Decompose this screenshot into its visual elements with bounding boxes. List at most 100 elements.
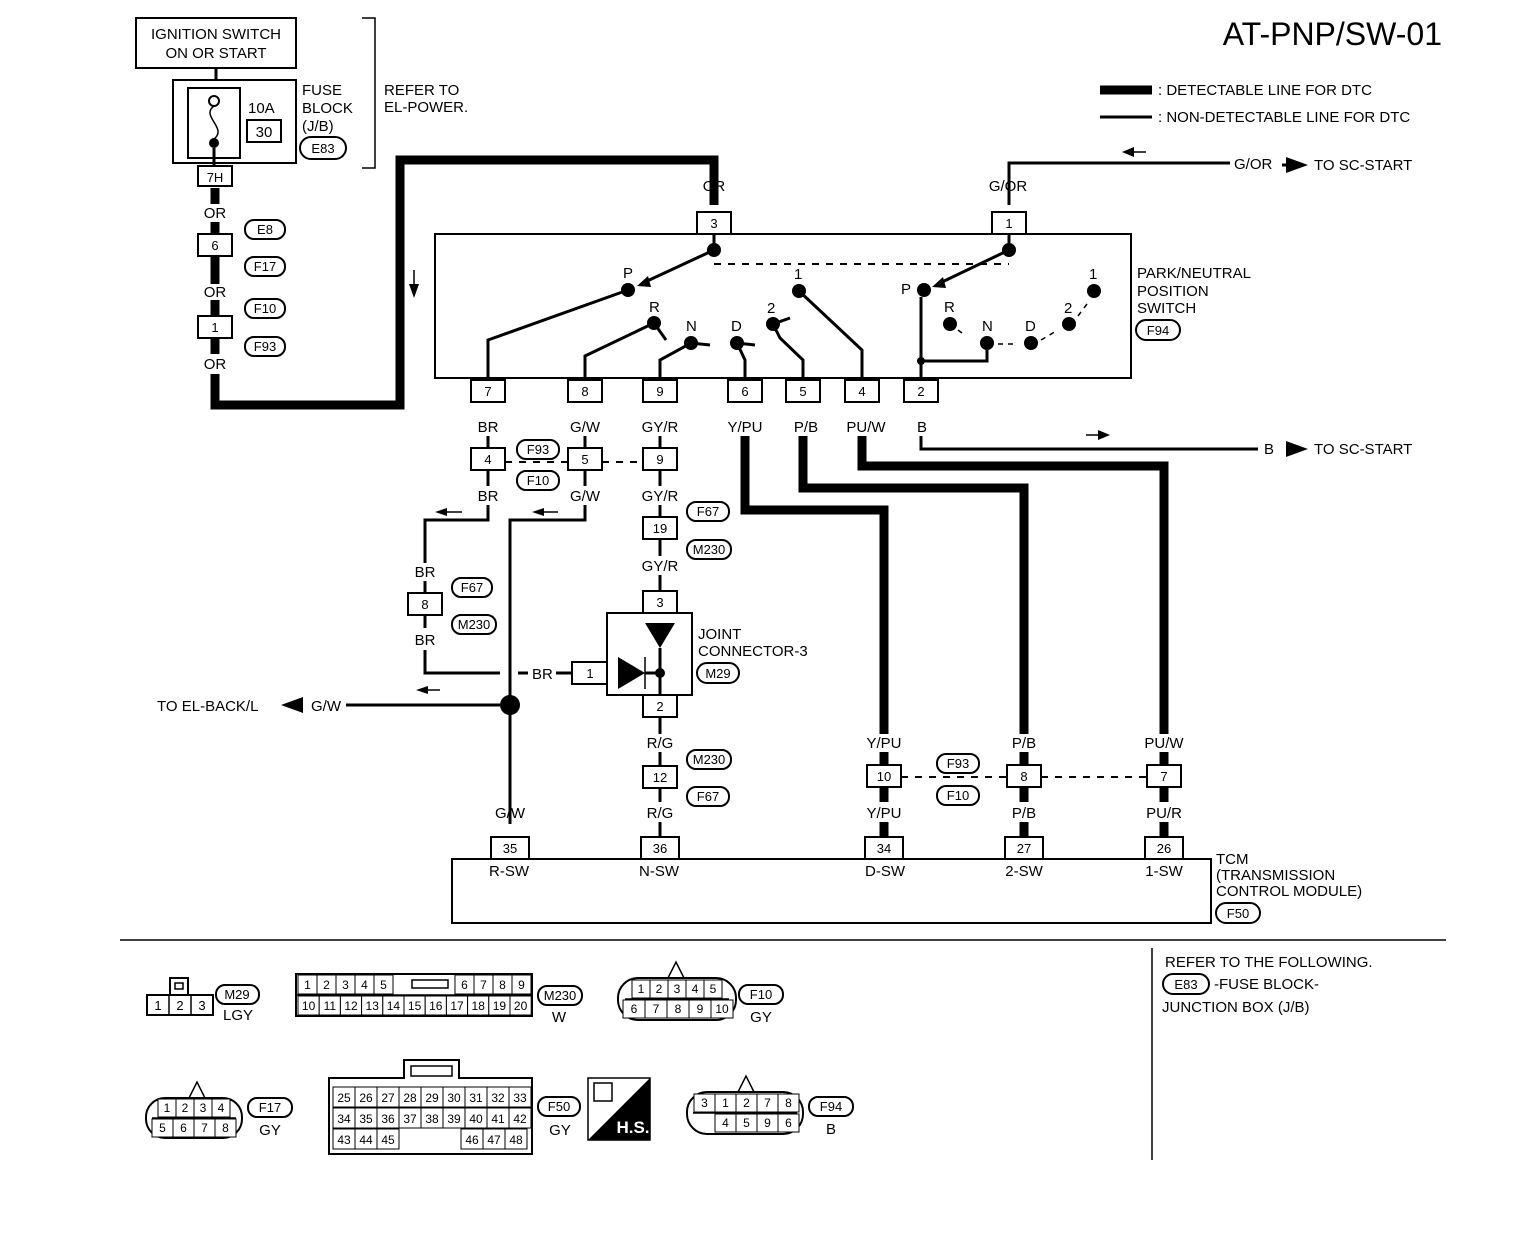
f50-pin-label: 36 <box>381 1112 395 1126</box>
lower-conn-f10: F10 <box>947 788 969 803</box>
wire-rg-top: R/G <box>647 735 674 752</box>
upper-conn-pin-4: 4 <box>484 452 491 467</box>
f50-pin-label: 34 <box>337 1112 351 1126</box>
f50-pin-label: 39 <box>447 1112 461 1126</box>
f50-pin-label: 27 <box>381 1091 395 1105</box>
m230-pin-label: 10 <box>302 999 316 1013</box>
tcm-pin-34: 34 <box>877 841 891 856</box>
svg-text:B: B <box>826 1121 836 1138</box>
f50-pin-label: 46 <box>465 1133 479 1147</box>
wire-pb-lower-top: P/B <box>1012 735 1036 752</box>
legend-non-detectable: : NON-DETECTABLE LINE FOR DTC <box>1158 109 1410 126</box>
lower-conn-f93: F93 <box>947 756 969 771</box>
svg-text:GY: GY <box>549 1122 571 1139</box>
f94-pin-label: 9 <box>764 1116 771 1130</box>
f50-pin-label: 47 <box>487 1133 501 1147</box>
f94-pin-label: 4 <box>722 1116 729 1130</box>
joint-connector-id: M29 <box>705 666 730 681</box>
f50-pin-label: 32 <box>491 1091 505 1105</box>
tcm-box <box>451 858 1212 924</box>
svg-text:H.S.: H.S. <box>616 1118 649 1137</box>
f50-pin-label: 48 <box>509 1133 523 1147</box>
f17-pin-label: 3 <box>200 1101 207 1115</box>
joint-name1: JOINT <box>698 626 741 643</box>
fuse-number: 30 <box>256 124 273 141</box>
wire-or-2: OR <box>204 284 227 301</box>
refer-following-connector: E83 <box>1174 977 1197 992</box>
tcm-pin-27: 27 <box>1017 841 1031 856</box>
f10-pin-label: 5 <box>710 982 717 996</box>
wire-gw-mid: G/W <box>570 488 601 505</box>
wire-br-mid: BR <box>478 488 499 505</box>
f50-pin-label: 33 <box>513 1091 527 1105</box>
fuse-pin: 7H <box>207 170 224 185</box>
f17-cell <box>214 1118 237 1138</box>
tcm-name1: TCM <box>1216 851 1249 868</box>
m230-pin-label: 8 <box>499 978 506 992</box>
conn-pin-1: 1 <box>211 320 218 335</box>
wire-pur-lower-bottom: PU/R <box>1146 805 1182 822</box>
conn-f93: F93 <box>254 339 276 354</box>
upper-conn-f93: F93 <box>527 442 549 457</box>
pnp-left-n: N <box>686 318 697 335</box>
m230-pin-label: 17 <box>450 999 464 1013</box>
wire-b-top: B <box>917 419 927 436</box>
m230-pin-label: 12 <box>344 999 358 1013</box>
rg-conn-pin-12: 12 <box>653 770 667 785</box>
f10-pin-label: 8 <box>675 1002 682 1016</box>
f50-pin-label: 30 <box>447 1091 461 1105</box>
svg-text:2: 2 <box>176 998 183 1013</box>
svg-text:W: W <box>552 1009 567 1026</box>
f10-pin-label: 4 <box>692 982 699 996</box>
tcm-label-nsw: N-SW <box>639 863 680 880</box>
gyr-conn-pin-19: 19 <box>653 521 667 536</box>
fuse-rating: 10A <box>248 100 275 117</box>
f50-pin-label: 42 <box>513 1112 527 1126</box>
fuse-label1: FUSE <box>302 82 342 99</box>
tcm-label-dsw: D-SW <box>865 863 906 880</box>
pnp-top-wire-or: OR <box>703 178 726 195</box>
f50-pin-label: 25 <box>337 1091 351 1105</box>
br-conn-pin-8: 8 <box>421 597 428 612</box>
svg-text:GY: GY <box>750 1009 772 1026</box>
wire-rg-bottom: R/G <box>647 805 674 822</box>
m230-pin-label: 16 <box>429 999 443 1013</box>
rg-conn-m230: M230 <box>693 752 726 767</box>
svg-text:3: 3 <box>198 998 205 1013</box>
pnp-top-wire-gor: G/OR <box>989 178 1028 195</box>
m230-pin-label: 9 <box>518 978 525 992</box>
connector-view-m29: 1 2 3 M29 LGY <box>146 977 260 1024</box>
m230-pin-label: 18 <box>472 999 486 1013</box>
pnp-name1: PARK/NEUTRAL <box>1137 265 1251 282</box>
m230-pin-label: 1 <box>304 978 311 992</box>
fuse-connector-id: E83 <box>311 141 334 156</box>
f17-pin-label: 4 <box>218 1101 225 1115</box>
el-back-wire: G/W <box>311 698 342 715</box>
joint-pin-3: 3 <box>656 595 663 610</box>
wire-or-1: OR <box>204 205 227 222</box>
f10-pin-label: 10 <box>715 1002 729 1016</box>
tcm-name3: CONTROL MODULE) <box>1216 883 1362 900</box>
pnp-right-2: 2 <box>1064 300 1072 317</box>
f10-pin-label: 6 <box>631 1002 638 1016</box>
f50-pin-label: 45 <box>381 1133 395 1147</box>
m230-pin-label: 6 <box>461 978 468 992</box>
m230-cell <box>511 974 532 995</box>
tcm-pin-26: 26 <box>1157 841 1171 856</box>
f50-pin-label: 35 <box>359 1112 373 1126</box>
refer-following-jb: JUNCTION BOX (J/B) <box>1162 999 1310 1016</box>
pnp-right-r: R <box>944 299 955 316</box>
conn-pin-6: 6 <box>211 238 218 253</box>
tcm-label-1sw: 1-SW <box>1145 863 1183 880</box>
f50-cell <box>376 1128 400 1150</box>
rg-conn-f67: F67 <box>697 789 719 804</box>
m230-pin-label: 15 <box>408 999 422 1013</box>
wire-ypu-top: Y/PU <box>727 419 762 436</box>
tcm-label-rsw: R-SW <box>489 863 530 880</box>
f94-pin-label: 3 <box>701 1096 708 1110</box>
ignition-line2: ON OR START <box>165 45 266 62</box>
pnp-bottom-pin-5: 5 <box>799 384 806 399</box>
